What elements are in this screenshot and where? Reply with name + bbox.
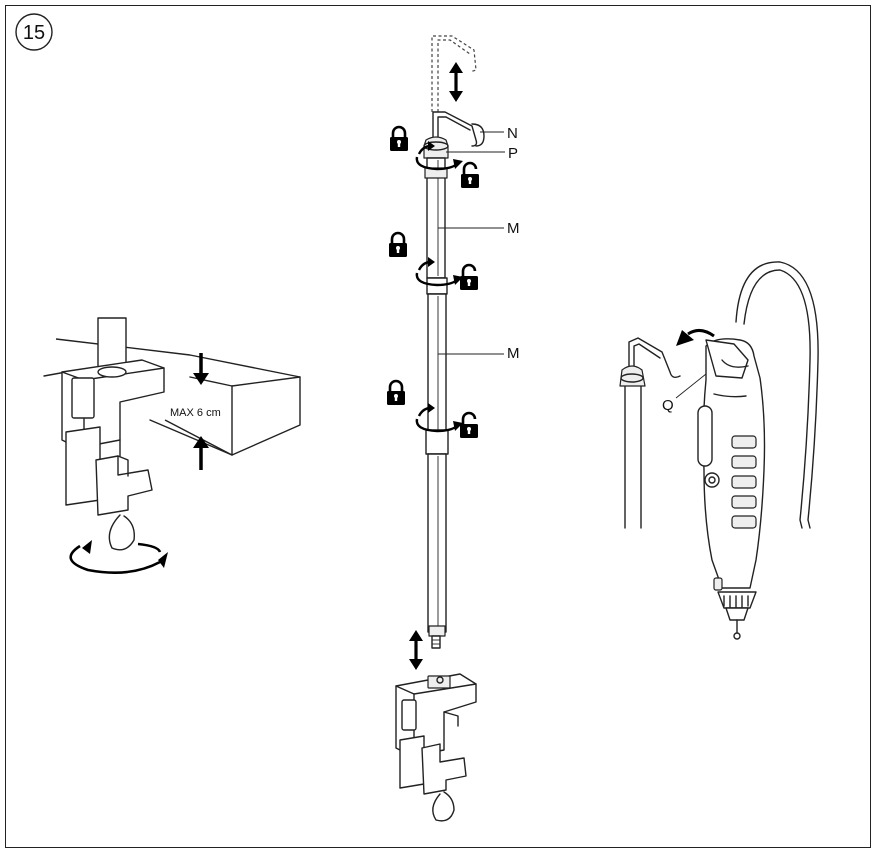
- label-p: P: [508, 145, 518, 162]
- max-thickness-label: MAX 6 cm: [170, 407, 221, 419]
- label-n: N: [507, 125, 518, 142]
- unlock-icon: [459, 161, 481, 190]
- lock-icon: [385, 379, 407, 407]
- label-q: Q: [662, 397, 674, 414]
- up-down-arrow-icon: [447, 60, 465, 104]
- rotary-tool-detail: Q: [619, 261, 819, 640]
- page-frame: [5, 5, 871, 848]
- label-m-upper: M: [507, 220, 520, 237]
- lock-icon: [388, 125, 410, 153]
- step-number: 15: [23, 22, 45, 44]
- telescopic-stand: N P M M: [385, 35, 520, 672]
- step-number-badge: 15: [15, 13, 53, 51]
- unlock-icon: [458, 411, 480, 440]
- label-m-lower: M: [507, 345, 520, 362]
- lock-icon: [387, 231, 409, 259]
- up-down-arrow-icon: [407, 628, 425, 672]
- unlock-icon: [458, 263, 480, 292]
- base-clamp: [395, 673, 477, 822]
- table-clamp-detail: MAX 6 cm: [43, 317, 301, 574]
